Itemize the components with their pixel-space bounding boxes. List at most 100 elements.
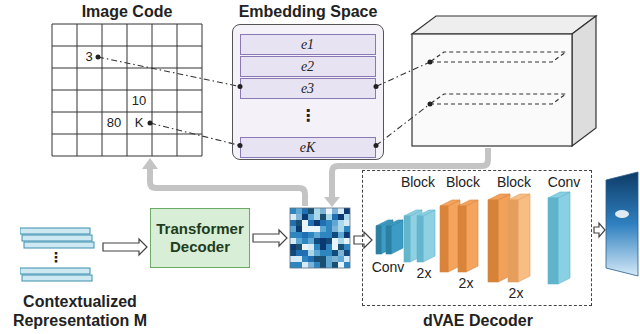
cube-top [412,16,596,34]
sheet [20,228,90,234]
token-pixel [290,262,296,268]
grid-heading: Image Code [82,3,173,21]
repeat-count: 2x [509,286,524,301]
token-pixel [338,262,344,268]
token-pixel [314,226,320,232]
token-pixel [302,250,308,256]
token-pixel [320,244,326,250]
lookup-line [150,123,240,146]
layer-top [508,194,530,200]
grid-line [52,156,202,157]
lookup-dot [148,121,153,126]
token-pixel [296,220,302,226]
output-image [606,172,638,276]
gray-arrowhead [142,158,158,169]
token-pixel [332,256,338,262]
sheet [22,275,92,281]
vertical-ellipsis: ⋮ [49,250,63,265]
token-pixel [326,262,332,268]
token-pixel [296,244,302,250]
box-heading: Embedding Space [239,3,378,21]
token-pixel [308,232,314,238]
lookup-dot [238,143,243,148]
token-pixel [326,244,332,250]
token-pixel [314,250,320,256]
vector-name: e2 [301,59,314,74]
token-pixel [302,238,308,244]
token-pixel [338,214,344,220]
grid-line [52,24,202,25]
layer-side [466,200,478,272]
cube-slot [430,52,566,62]
token-pixel [308,226,314,232]
token-pixel [296,208,302,214]
layer-side [423,210,435,262]
token-pixel [290,226,296,232]
layer-front [548,198,558,284]
lookup-dot [374,84,379,89]
token-pixel [344,250,350,256]
gray-arrow [150,168,305,206]
token-pixel [320,238,326,244]
token-pixel [320,250,326,256]
sheet [20,268,90,274]
code-index: 3 [85,50,92,64]
token-map-border [290,208,350,268]
token-pixel [332,208,338,214]
token-pixel [302,262,308,268]
token-pixel [320,232,326,238]
code-index: K [135,116,144,130]
token-pixel [290,232,296,238]
token-pixel [314,208,320,214]
flow-arrows [253,223,605,248]
process-name: Transformer Decoder [155,220,245,256]
grid-line [52,134,202,135]
token-pixel [326,250,332,256]
token-pixel [302,214,308,220]
token-pixel [302,208,308,214]
region-heading: dVAE Decoder [363,312,593,330]
token-pixel [308,256,314,262]
layer-front [376,226,381,254]
token-pixel [344,208,350,214]
token-pixel [314,244,320,250]
repeat-count: 2x [459,276,474,291]
token-pixel [332,214,338,220]
token-pixel [338,208,344,214]
token-pixel [302,232,308,238]
lookup-dot [428,60,433,65]
embedding-vector: e3 [240,78,376,99]
lookup-line [376,62,430,87]
token-pixel [338,244,344,250]
grid-line [52,68,202,69]
layer-top [440,200,460,206]
embedding-fill [232,24,384,160]
token-pixel [296,250,302,256]
token-pixel [320,208,326,214]
lookup-line [98,57,240,87]
output-highlight [615,210,629,218]
feature-cube [412,16,596,146]
token-pixel [344,226,350,232]
token-pixel [290,214,296,220]
token-pixel [332,232,338,238]
lookup-dot [374,143,379,148]
sheet [24,242,94,248]
token-pixel [296,262,302,268]
vertical-ellipsis: ⋮ [300,107,316,125]
layer-top [548,192,570,198]
layer-name: Conv [548,175,581,190]
token-pixel [332,220,338,226]
token-pixel [290,256,296,262]
layer-top [386,220,403,226]
token-pixel [326,238,332,244]
token-pixel [344,238,350,244]
token-pixel [344,262,350,268]
token-pixel [338,250,344,256]
token-pixel [296,256,302,262]
layer-name: Block [446,175,480,190]
lookup-dot [96,55,101,60]
token-pixel [290,238,296,244]
decoder-layers [376,192,570,284]
